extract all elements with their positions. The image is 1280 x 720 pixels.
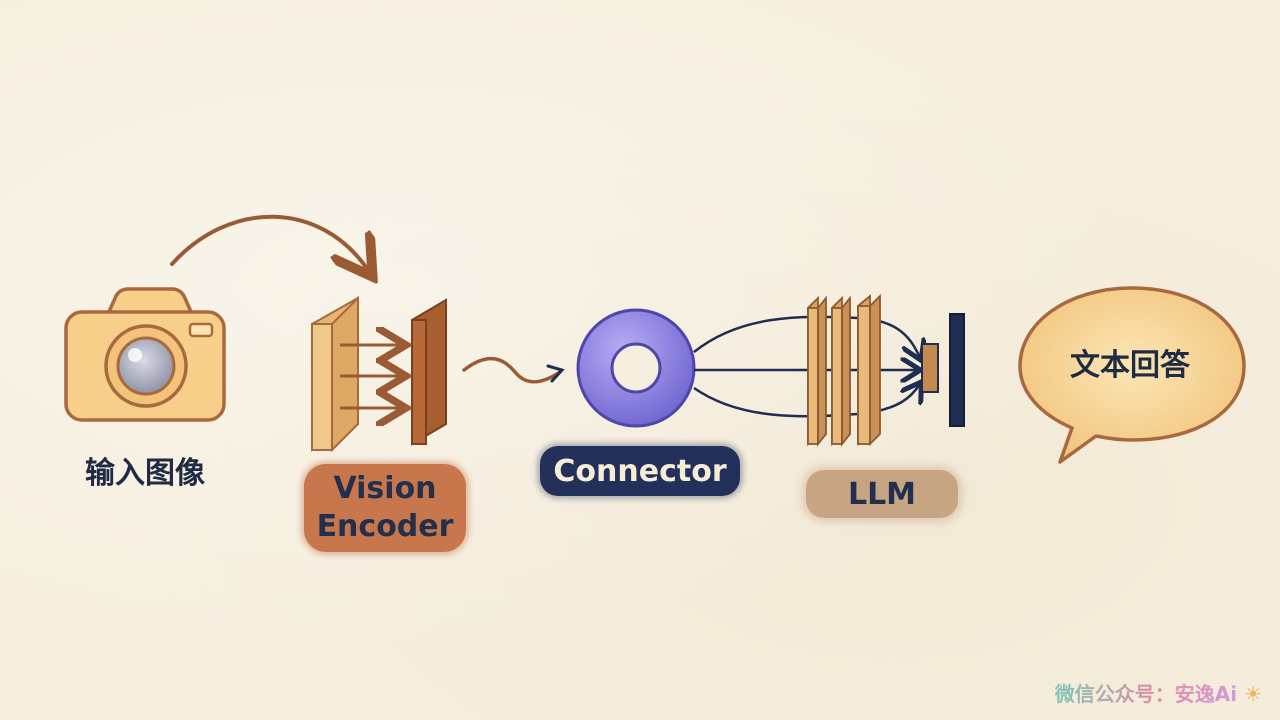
connector-line-bottom bbox=[693, 384, 920, 418]
llm-layers-icon bbox=[807, 293, 881, 447]
llm-label: LLM bbox=[806, 470, 958, 518]
vision-encoder-label: Vision Encoder bbox=[304, 464, 466, 552]
llm-output-bar bbox=[949, 313, 965, 427]
watermark: 微信公众号：安逸Ai ☀ bbox=[1055, 678, 1262, 707]
llm-output-block bbox=[921, 343, 939, 393]
torus-icon bbox=[576, 308, 696, 428]
connector-line-top bbox=[693, 315, 920, 358]
vision-encoder-icon bbox=[311, 295, 447, 453]
camera-icon bbox=[64, 287, 226, 422]
speech-bubble-icon bbox=[1018, 286, 1246, 464]
input-image-label: 输入图像 bbox=[85, 456, 205, 491]
curved-arrow-camera-to-encoder bbox=[170, 214, 368, 270]
wavy-arrow-encoder-to-connector bbox=[462, 356, 562, 384]
connector-label: Connector bbox=[540, 446, 740, 496]
watermark-text: 微信公众号：安逸Ai bbox=[1054, 682, 1238, 706]
text-answer-label: 文本回答 bbox=[1070, 348, 1190, 383]
sun-icon: ☀ bbox=[1244, 682, 1262, 706]
